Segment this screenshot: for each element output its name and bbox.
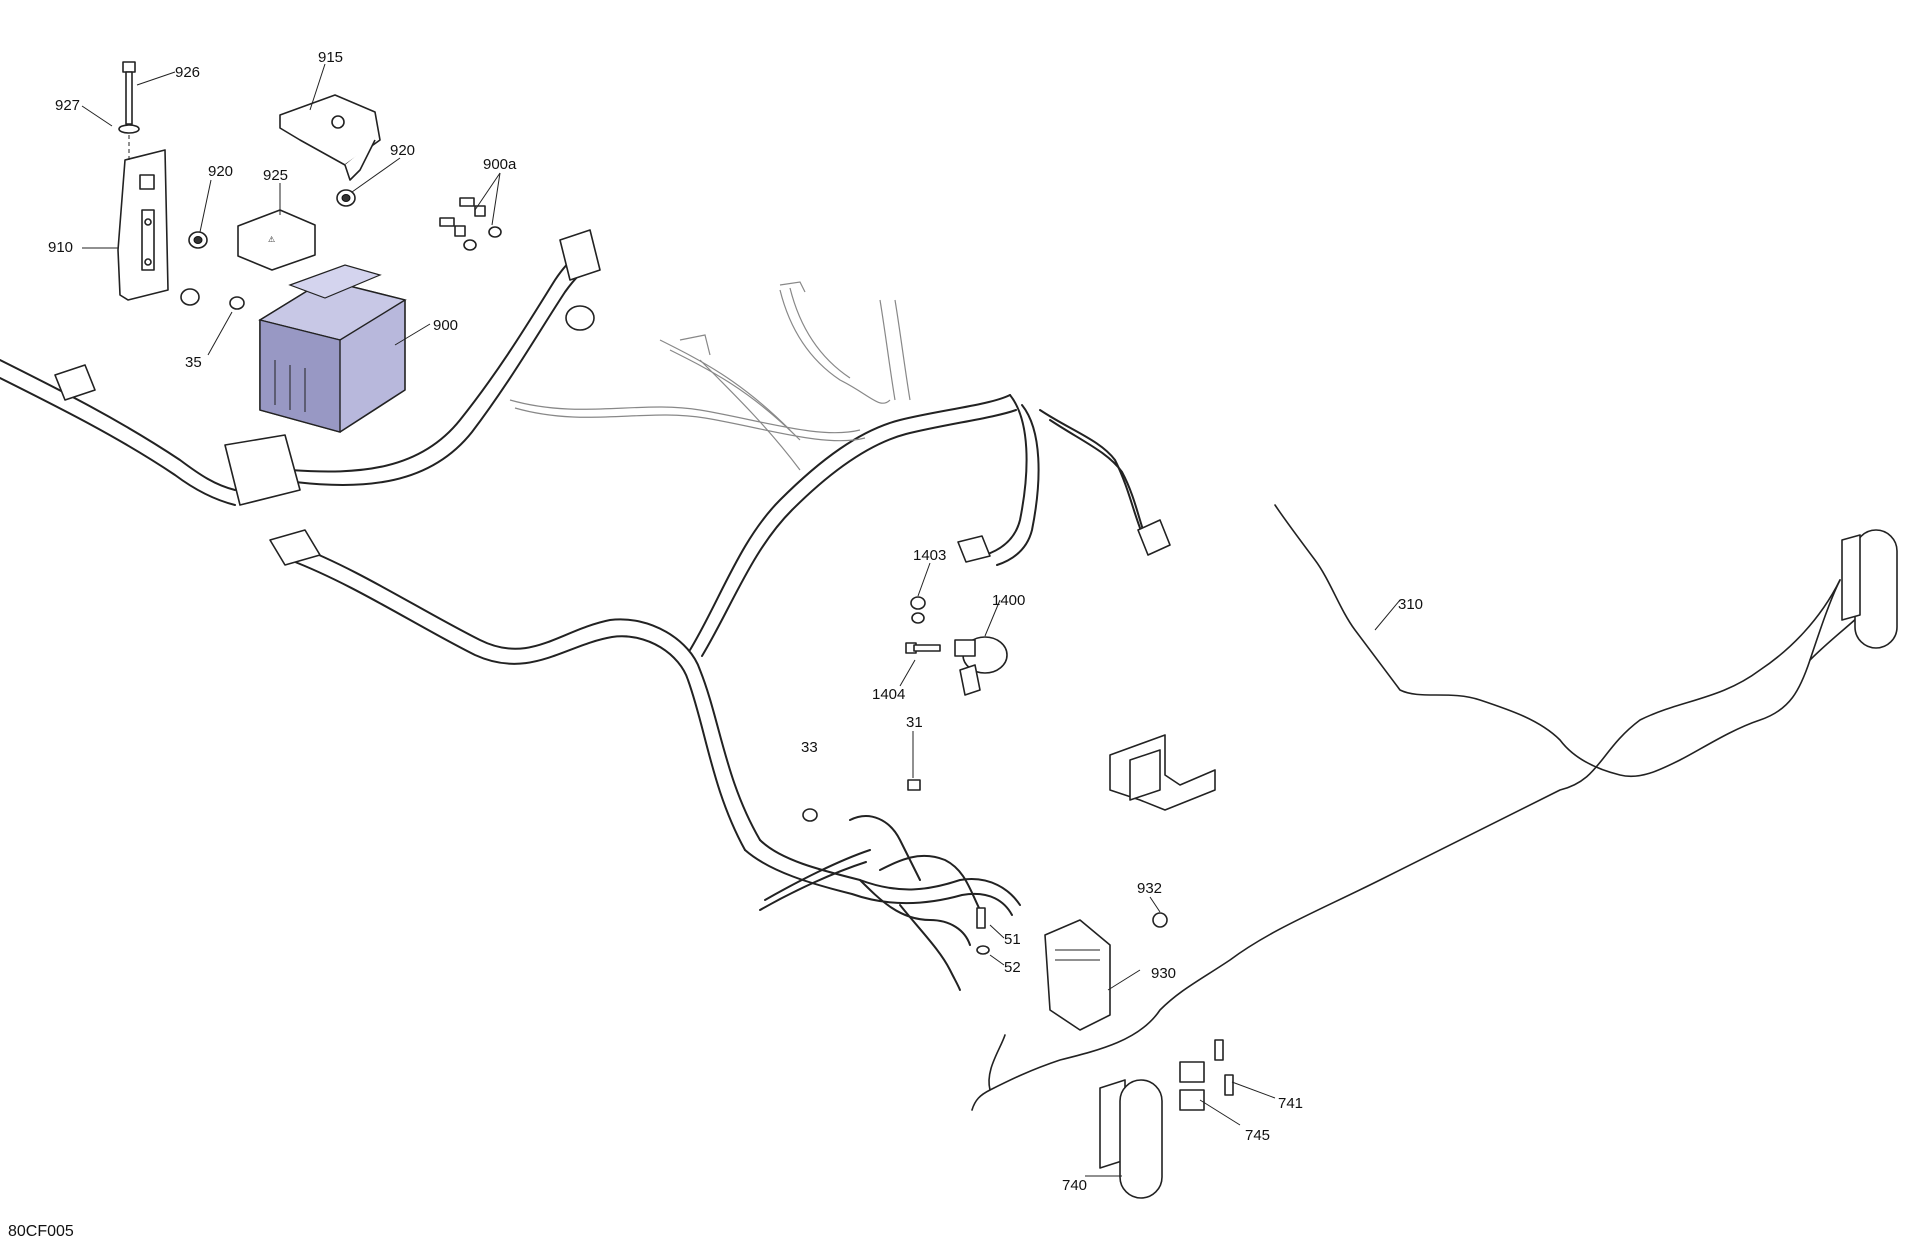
frame-ghost [509, 281, 911, 471]
nut-35 [229, 296, 245, 310]
main-harness [0, 249, 1151, 991]
bolt-926 [118, 61, 140, 160]
label-915: 915 [318, 49, 343, 66]
module-center [1109, 734, 1216, 811]
bolt-31 [907, 779, 921, 791]
battery [258, 264, 407, 433]
label-926: 926 [175, 64, 200, 81]
nut-920-right [336, 189, 356, 207]
nut-33 [802, 808, 818, 822]
nut-932 [1152, 912, 1168, 928]
lamp-740 [1099, 1039, 1234, 1199]
label-31: 31 [906, 714, 923, 731]
rear-lamp-wire [971, 579, 1841, 1111]
label-932: 932 [1137, 880, 1162, 897]
label-745: 745 [1245, 1127, 1270, 1144]
bolt-51-52 [976, 907, 990, 955]
label-1400: 1400 [992, 592, 1025, 609]
lamp-right [1841, 529, 1898, 649]
svg-text:⚠: ⚠ [268, 235, 275, 244]
terminal-kit-900a [439, 197, 502, 251]
label-900a: 900a [483, 156, 517, 173]
label-920-right: 920 [390, 142, 415, 159]
label-910: 910 [48, 239, 73, 256]
label-930: 930 [1151, 965, 1176, 982]
bracket-915 [279, 94, 381, 181]
callout-labels: 926 927 915 920 920 900a 925 910 35 900 … [8, 49, 1423, 1240]
module-930 [1044, 919, 1111, 1031]
sensor-1400 [905, 596, 1008, 696]
label-900: 900 [433, 317, 458, 334]
label-310: 310 [1398, 596, 1423, 613]
harness-connectors [54, 229, 1171, 566]
label-51: 51 [1004, 931, 1021, 948]
diagram-code: 80CF005 [8, 1223, 74, 1240]
nut-920-left [180, 231, 208, 306]
label-740: 740 [1062, 1177, 1087, 1194]
label-925: 925 [263, 167, 288, 184]
strap-910 [117, 149, 169, 301]
label-927: 927 [55, 97, 80, 114]
leader-lines [81, 63, 1401, 1177]
wire-310 [1274, 504, 1861, 778]
label-52: 52 [1004, 959, 1021, 976]
label-1404: 1404 [872, 686, 905, 703]
label-741: 741 [1278, 1095, 1303, 1112]
label-35: 35 [185, 354, 202, 371]
label-920-left: 920 [208, 163, 233, 180]
cover-925: ⚠ [237, 209, 316, 271]
label-33: 33 [801, 739, 818, 756]
label-1403: 1403 [913, 547, 946, 564]
